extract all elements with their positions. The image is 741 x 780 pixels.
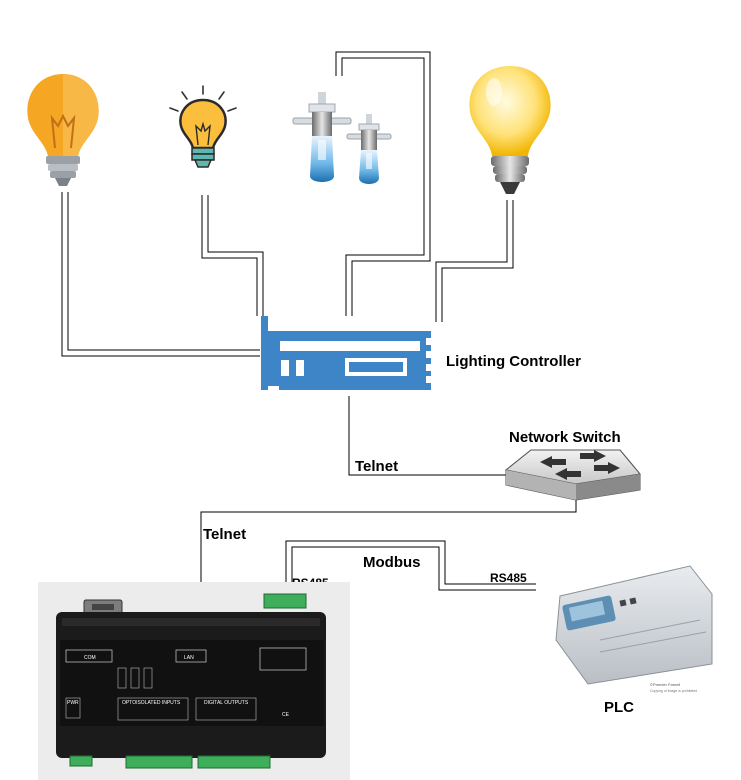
- modbus-label: Modbus: [363, 554, 421, 571]
- light-bulb-yellow-icon: [469, 66, 551, 194]
- pwr-label: PWR: [67, 700, 79, 706]
- wire-bulb4-controller: [435, 200, 514, 322]
- plc-watermark-line1: ©Premier Farnell: [650, 682, 680, 687]
- wire-bulb1-controller: [61, 192, 260, 357]
- lighting-controller-icon: [261, 316, 434, 390]
- light-bulb-orange-icon: [27, 74, 99, 186]
- wire-bulb2-controller: [201, 195, 264, 316]
- rs485-plc-label: RS485: [490, 571, 527, 585]
- plc-label: PLC: [604, 699, 634, 716]
- light-bulb-rays-icon: [169, 85, 237, 168]
- inputs-label: OPTOISOLATED INPUTS: [122, 700, 181, 706]
- lan-port-label: LAN: [184, 655, 194, 661]
- com-port-label: COM: [84, 655, 96, 661]
- outputs-label: DIGITAL OUTPUTS: [204, 700, 249, 706]
- wire-halogen-controller: [335, 51, 431, 316]
- lighting-controller-label: Lighting Controller: [446, 353, 581, 370]
- io-controller-device: COM LAN PWR OPTOISOLATED INPUTS DIGITAL …: [38, 582, 350, 780]
- halogen-bulbs-icon: [292, 92, 392, 184]
- telnet-switch-label: Telnet: [355, 458, 398, 475]
- plc-watermark-line2: Copying of image is prohibited: [650, 689, 697, 693]
- network-switch-label: Network Switch: [509, 429, 621, 446]
- telnet-device-label: Telnet: [203, 526, 246, 543]
- ce-mark: CE: [282, 712, 290, 718]
- wire-device-plc: [285, 540, 536, 591]
- plc-device: ©Premier Farnell Copying of image is pro…: [555, 565, 713, 693]
- network-switch-icon: [504, 449, 641, 501]
